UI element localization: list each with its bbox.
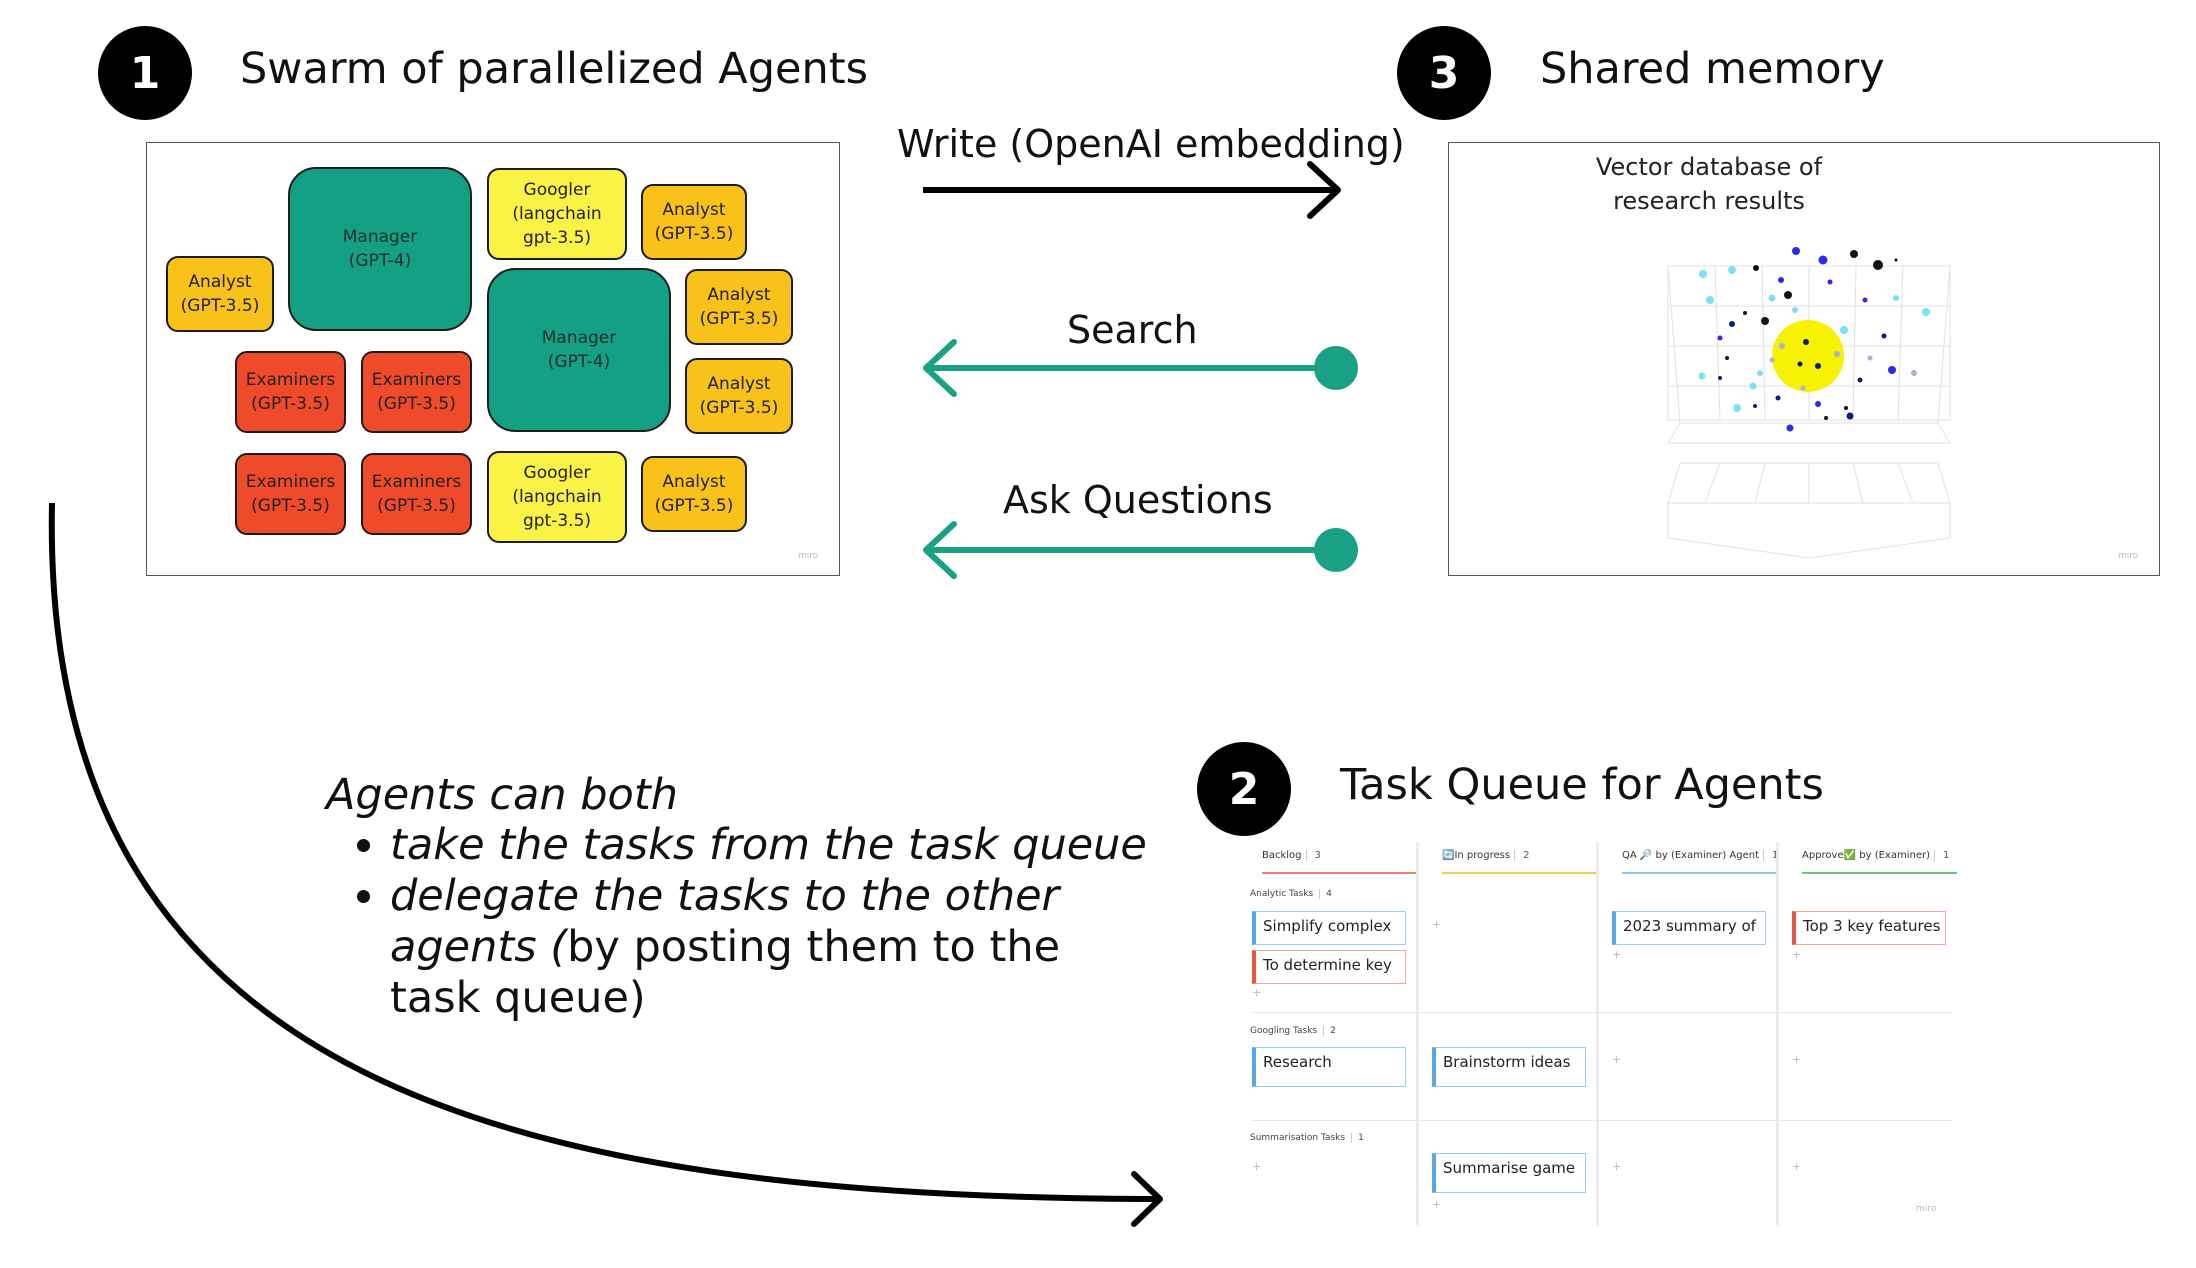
ask-arrow-label: Ask Questions — [1003, 478, 1273, 522]
analyst-node-1: Analyst (GPT-3.5) — [166, 256, 274, 332]
section-1-badge: 1 — [98, 26, 192, 120]
analyst-node-2: Analyst (GPT-3.5) — [641, 184, 747, 260]
queue-section-title: Task Queue for Agents — [1340, 760, 1824, 810]
section-2-badge: 2 — [1197, 742, 1291, 836]
agents-frame-watermark: miro — [798, 551, 819, 561]
column-approve-header[interactable]: Approve✅ by (Examiner)1 — [1802, 850, 1950, 861]
vector-database-title: Vector database of research results — [1595, 153, 1823, 215]
agents-note-list: take the tasks from the task queue deleg… — [326, 820, 1150, 1024]
examiner-node-1: Examiners (GPT-3.5) — [235, 351, 346, 433]
task-card-summarise-game[interactable]: Summarise game — [1432, 1153, 1586, 1193]
search-arrow — [923, 339, 1358, 397]
column-approve: Approve✅ by (Examiner)1 — [1792, 842, 1972, 1226]
add-card-plus-icon[interactable]: + — [1252, 1160, 1262, 1173]
googler-node-2: Googler (langchain gpt-3.5) — [487, 451, 627, 543]
column-separator — [1776, 842, 1779, 1226]
task-card-determine-key[interactable]: To determine key — [1252, 950, 1406, 984]
task-card-research[interactable]: Research — [1252, 1047, 1406, 1087]
section-3-badge: 3 — [1397, 26, 1491, 120]
analyst-node-5: Analyst (GPT-3.5) — [641, 456, 747, 532]
write-arrow-label: Write (OpenAI embedding) — [897, 122, 1405, 166]
add-card-plus-icon[interactable]: + — [1612, 1160, 1622, 1173]
memory-frame-watermark: miro — [2118, 551, 2139, 561]
task-card-top-3-features[interactable]: Top 3 key features — [1792, 911, 1946, 945]
add-card-plus-icon[interactable]: + — [1432, 918, 1442, 931]
examiner-node-2: Examiners (GPT-3.5) — [361, 351, 472, 433]
swimlane-divider — [1252, 1012, 1952, 1013]
analyst-node-4: Analyst (GPT-3.5) — [685, 358, 793, 434]
column-qa-header[interactable]: QA 🔎 by (Examiner) Agent1 — [1622, 850, 1779, 861]
column-in-progress-underline — [1442, 872, 1597, 874]
write-arrow — [923, 161, 1341, 219]
column-approve-underline — [1802, 872, 1957, 874]
column-qa-underline — [1622, 872, 1777, 874]
analyst-node-3: Analyst (GPT-3.5) — [685, 269, 793, 345]
add-card-plus-icon[interactable]: + — [1792, 1053, 1802, 1066]
vector-space-plot — [1667, 247, 1951, 558]
manager-node-2: Manager (GPT-4) — [487, 268, 671, 432]
add-card-plus-icon[interactable]: + — [1792, 1160, 1802, 1173]
add-card-plus-icon[interactable]: + — [1612, 948, 1622, 961]
add-card-plus-icon[interactable]: + — [1252, 986, 1262, 999]
task-card-2023-summary[interactable]: 2023 summary of — [1612, 911, 1766, 945]
add-card-plus-icon[interactable]: + — [1432, 1198, 1442, 1211]
agents-note-intro: Agents can both — [326, 770, 678, 820]
column-separator — [1416, 842, 1419, 1226]
note-item-take-tasks: take the tasks from the task queue — [390, 820, 1150, 871]
agents-section-title: Swarm of parallelized Agents — [240, 44, 868, 94]
ask-questions-arrow — [923, 521, 1358, 579]
examiner-node-4: Examiners (GPT-3.5) — [361, 453, 472, 535]
add-card-plus-icon[interactable]: + — [1612, 1053, 1622, 1066]
search-arrow-label: Search — [1067, 308, 1198, 352]
column-qa: QA 🔎 by (Examiner) Agent1 — [1612, 842, 1792, 1226]
column-backlog-underline — [1262, 872, 1417, 874]
task-board-watermark: miro — [1916, 1204, 1937, 1214]
task-card-simplify-complex[interactable]: Simplify complex — [1252, 911, 1406, 945]
examiner-node-3: Examiners (GPT-3.5) — [235, 453, 346, 535]
memory-section-title: Shared memory — [1540, 44, 1885, 94]
task-card-brainstorm-ideas[interactable]: Brainstorm ideas — [1432, 1047, 1586, 1087]
note-item-delegate-tasks: delegate the tasks to the other agents (… — [390, 871, 1150, 1024]
manager-node-1: Manager (GPT-4) — [288, 167, 472, 331]
add-card-plus-icon[interactable]: + — [1792, 948, 1802, 961]
column-separator — [1596, 842, 1599, 1226]
googler-node-1: Googler (langchain gpt-3.5) — [487, 168, 627, 260]
swimlane-divider — [1252, 1120, 1952, 1121]
